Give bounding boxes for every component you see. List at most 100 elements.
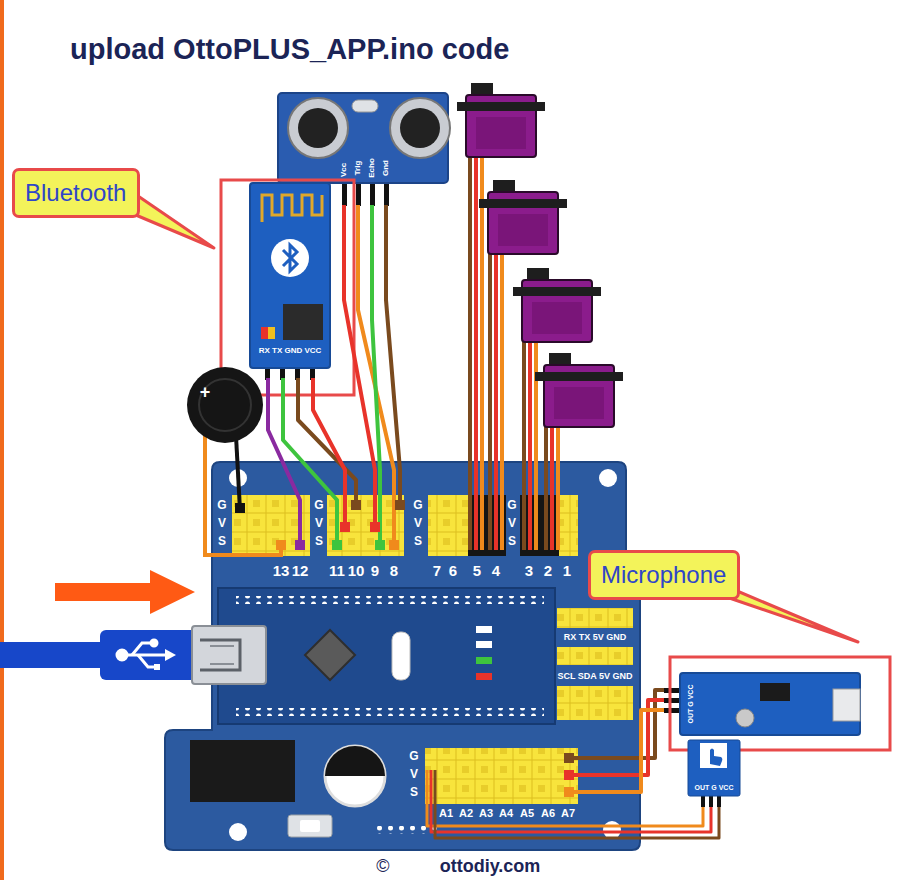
power-parts-part <box>325 746 385 806</box>
pin-label: A4 <box>499 808 513 819</box>
bluetooth-module-part <box>268 327 275 339</box>
wire-ends-part <box>351 500 361 510</box>
usb-symbol-part <box>151 640 157 646</box>
servo-wires-part <box>500 240 504 550</box>
microphone-module-part <box>664 698 680 703</box>
servo-wires-part <box>468 140 472 550</box>
signal-wires-part <box>372 205 380 545</box>
signal-wires-part <box>283 378 337 545</box>
arduino-nano-part <box>476 626 492 633</box>
buzzer-part <box>199 379 251 431</box>
power-parts <box>190 740 385 837</box>
arduino-nano-part <box>236 708 544 716</box>
usb-symbol <box>117 640 176 670</box>
wire-ends-part <box>375 540 385 550</box>
power-parts-part <box>325 746 385 776</box>
pin-number: 2 <box>544 563 552 578</box>
signal-wires-part <box>386 205 400 505</box>
power-parts-part <box>300 820 320 832</box>
servo-motor <box>535 353 623 427</box>
arduino-nano-part <box>236 596 544 604</box>
website-credit: ottodiy.com <box>440 857 541 875</box>
servo-motor <box>513 268 601 342</box>
microphone-module-part <box>833 689 860 721</box>
pin-number: 3 <box>525 563 533 578</box>
pin-headers-part <box>557 647 633 665</box>
pin-label: V <box>410 768 418 780</box>
servo-motor-part <box>513 287 601 296</box>
pin-label: G <box>217 499 226 511</box>
pin-label: V <box>414 517 422 529</box>
ultrasonic-sensor-part <box>298 108 338 148</box>
arduino-nano-part <box>305 630 355 680</box>
pin-number: 4 <box>492 563 500 578</box>
callout-box: Microphone <box>588 550 740 600</box>
microphone-module-part-part <box>570 710 664 792</box>
ultrasonic-sensor-part <box>352 100 378 112</box>
microphone-module-part <box>664 708 680 713</box>
pin-label: SCL SDA 5V GND <box>557 672 632 681</box>
microphone-module-part <box>736 709 754 727</box>
ultrasonic-sensor-part <box>400 108 440 148</box>
pin-headers-part <box>557 608 633 628</box>
pin-label: OUT G VCC <box>687 685 694 724</box>
wire-ends-part <box>395 500 405 510</box>
servo-wires-part <box>474 140 478 550</box>
usb-symbol-part <box>154 664 160 670</box>
usb-symbol-part <box>165 649 176 661</box>
pin-label: OUT G VCC <box>695 784 734 791</box>
touch-sensor-module <box>427 740 740 838</box>
arduino-nano-part <box>392 632 410 680</box>
servo-motor-part <box>476 117 526 149</box>
bluetooth-module-part <box>250 183 330 368</box>
touch-sensor-module-part <box>700 743 727 768</box>
arduino-nano-part <box>218 588 555 724</box>
pin-label: S <box>508 535 516 547</box>
pin-number: 12 <box>292 563 309 578</box>
servo-wires-part <box>550 410 554 550</box>
microphone-module <box>564 673 860 797</box>
pin-label: V <box>508 517 516 529</box>
touch-sensor-module-part <box>710 749 722 767</box>
power-parts-part <box>288 815 332 837</box>
servo-motor-part <box>479 199 567 208</box>
sensor-pin-label: Trig <box>354 161 362 176</box>
pin-label: A3 <box>479 808 493 819</box>
buzzer-part <box>235 503 245 513</box>
wire-ends-part <box>295 540 305 550</box>
ultrasonic-sensor-part <box>390 98 450 158</box>
buzzer-part <box>276 540 286 550</box>
servo-wires-part <box>556 410 560 550</box>
pin-label: S <box>410 786 418 798</box>
pin-label: V <box>315 517 323 529</box>
callout-text: Bluetooth <box>25 179 126 207</box>
arduino-nano <box>218 588 555 724</box>
pin-number: 5 <box>473 563 481 578</box>
pin-number: 8 <box>390 563 398 578</box>
signal-wires-part <box>313 378 345 527</box>
shield-board-part <box>599 469 617 487</box>
sensor-pin-label: Vcc <box>340 163 348 177</box>
pointer-arrow <box>55 570 195 614</box>
callout-text: Microphone <box>601 561 726 589</box>
microphone-module-part <box>664 688 680 693</box>
servo-wires-part <box>534 330 538 550</box>
copyright-mark: © <box>376 857 389 875</box>
polarity-mark: + <box>200 383 211 401</box>
shield-board-part <box>603 821 621 839</box>
usb-symbol-part <box>117 650 127 660</box>
pin-number: 11 <box>329 563 345 578</box>
pin-label: RX TX 5V GND <box>564 633 627 642</box>
wire-ends-part <box>370 522 380 532</box>
pin-label: A1 <box>439 808 453 819</box>
pin-label: G <box>507 499 516 511</box>
bluetooth-module-part <box>271 239 309 277</box>
highlight-frame <box>221 180 354 395</box>
diagram-title: upload OttoPLUS_APP.ino code <box>70 34 509 66</box>
servo-wires-part <box>522 330 526 550</box>
pin-label: A7 <box>561 808 575 819</box>
arduino-nano-part <box>476 657 492 664</box>
pin-label: S <box>414 535 422 547</box>
